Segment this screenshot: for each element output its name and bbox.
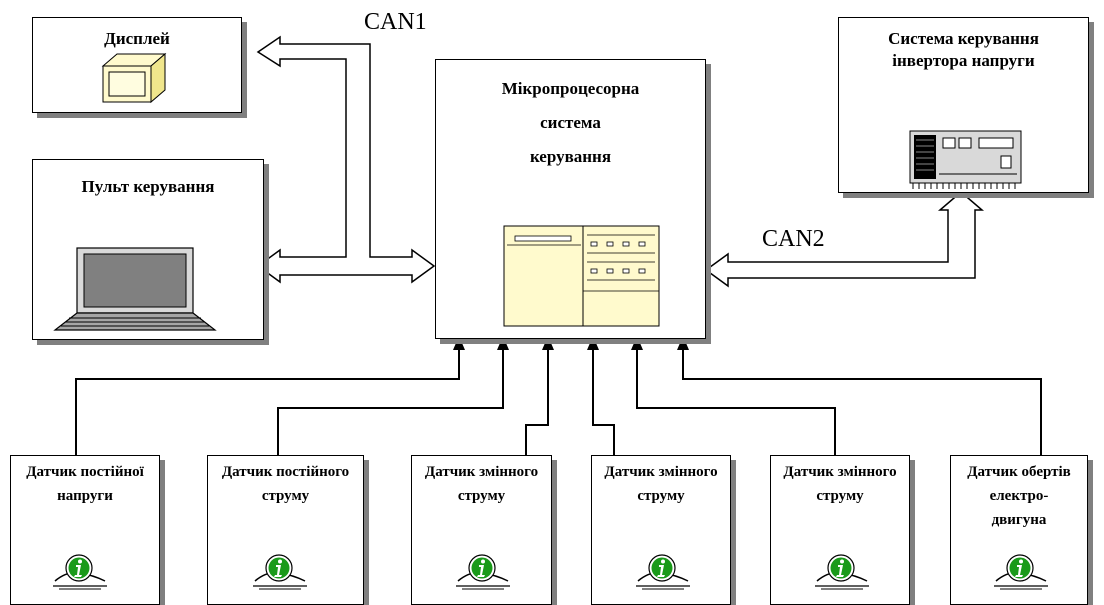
- console-block: Пульт керування: [32, 159, 264, 340]
- sensor-line-6: [682, 342, 1042, 455]
- sensor-block-5: Датчик змінного струму: [770, 455, 910, 605]
- sensor-icon: [994, 554, 1048, 590]
- sensor-1-line-2: напруги: [57, 488, 113, 504]
- mcu-title-line-2: система: [540, 113, 601, 132]
- sensor-icon: [815, 554, 869, 590]
- sensor-block-2: Датчик постійного струму: [207, 455, 364, 605]
- sensor-2-line-2: струму: [261, 488, 310, 504]
- sensor-line-2: [277, 342, 504, 455]
- sensor-6-line-2: електро-: [989, 488, 1049, 504]
- can1-bus-arrow: [256, 35, 436, 284]
- laptop-icon: [53, 247, 217, 331]
- mcu-title: Мікропроцесорна система керування: [436, 72, 705, 174]
- display-icon: [101, 52, 167, 104]
- sensor-2-line-1: Датчик постійного: [221, 464, 350, 480]
- sensor-block-3: Датчик змінного струму: [411, 455, 552, 605]
- computer-unit-icon: [909, 130, 1022, 189]
- inverter-title: Система керування інвертора напруги: [839, 28, 1088, 72]
- sensor-1-line-1: Датчик постійної: [26, 464, 144, 480]
- sensor-icon: [53, 554, 107, 590]
- sensor-6-line-3: двигуна: [991, 512, 1047, 528]
- sensor-arrowheads: [453, 336, 689, 350]
- sensor-icon: [636, 554, 690, 590]
- sensor-line-5: [636, 342, 836, 455]
- sensor-4-line-2: струму: [637, 488, 685, 504]
- sensor-6-title: Датчик обертів електро- двигуна: [951, 460, 1087, 532]
- sensor-1-title: Датчик постійної напруги: [11, 460, 159, 508]
- mcu-block: Мікропроцесорна система керування: [435, 59, 706, 339]
- sensor-signal-lines: [75, 342, 1042, 455]
- display-title: Дисплей: [104, 29, 170, 48]
- inverter-title-line-2: інвертора напруги: [892, 51, 1035, 70]
- sensor-3-line-1: Датчик змінного: [424, 464, 539, 480]
- sensor-line-3: [525, 342, 549, 455]
- inverter-block: Система керування інвертора напруги: [838, 17, 1089, 193]
- sensor-block-4: Датчик змінного струму: [591, 455, 731, 605]
- sensor-block-6: Датчик обертів електро- двигуна: [950, 455, 1088, 605]
- sensor-line-1: [75, 342, 460, 455]
- controller-board-icon: [503, 225, 660, 327]
- sensor-3-title: Датчик змінного струму: [412, 460, 551, 508]
- sensor-2-title: Датчик постійного струму: [208, 460, 363, 508]
- sensor-line-4: [592, 342, 615, 455]
- sensor-4-line-1: Датчик змінного: [604, 464, 718, 480]
- sensor-3-line-2: струму: [457, 488, 506, 504]
- sensor-block-1: Датчик постійної напруги: [10, 455, 160, 605]
- sensor-6-line-1: Датчик обертів: [967, 464, 1071, 480]
- can2-label: CAN2: [762, 226, 825, 252]
- console-title: Пульт керування: [81, 177, 215, 196]
- can2-bus-arrow: [704, 191, 985, 288]
- sensor-5-line-1: Датчик змінного: [783, 464, 897, 480]
- sensor-5-line-2: струму: [816, 488, 864, 504]
- inverter-title-line-1: Система керування: [888, 29, 1039, 48]
- sensor-5-title: Датчик змінного струму: [771, 460, 909, 508]
- display-block: Дисплей: [32, 17, 242, 113]
- sensor-icon: [456, 554, 510, 590]
- sensor-4-title: Датчик змінного струму: [592, 460, 730, 508]
- sensor-icon: [253, 554, 307, 590]
- can1-label: CAN1: [364, 9, 427, 35]
- mcu-title-line-1: Мікропроцесорна: [501, 79, 640, 98]
- mcu-title-line-3: керування: [529, 147, 612, 166]
